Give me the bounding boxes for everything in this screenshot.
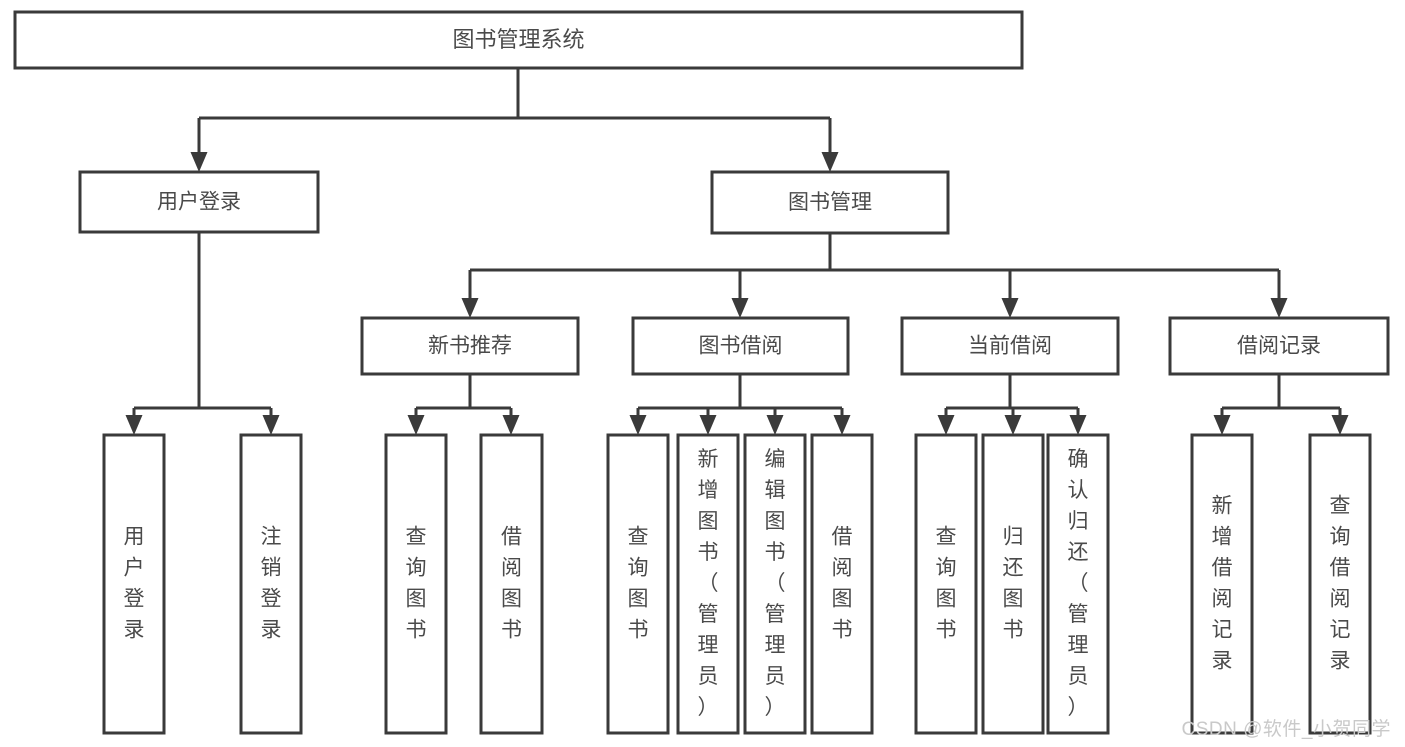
arrow-head-icon xyxy=(407,415,425,435)
node-leaf-query-book-3[interactable]: 查询图书 xyxy=(914,433,978,735)
node-box-borrow-record[interactable] xyxy=(1168,316,1390,376)
node-leaf-query-book-1[interactable]: 查询图书 xyxy=(384,433,448,735)
arrow-head-icon xyxy=(1213,415,1231,435)
node-current-borrow[interactable]: 当前借阅 xyxy=(900,316,1120,376)
node-label-root: 图书管理系统 xyxy=(452,27,584,52)
node-leaf-query-borrow-record[interactable]: 查询借阅记录 xyxy=(1308,433,1372,735)
node-label-leaf-borrow-book-1: 借阅图书 xyxy=(501,525,522,641)
node-box-leaf-query-borrow-record[interactable] xyxy=(1308,433,1372,735)
arrow-head-icon xyxy=(731,298,749,318)
node-leaf-user-logout[interactable]: 注销登录 xyxy=(239,433,303,735)
node-label-user-login: 用户登录 xyxy=(157,191,241,214)
node-label-leaf-user-logout: 注销登录 xyxy=(261,525,282,641)
node-label-leaf-add-borrow-record: 新增借阅记录 xyxy=(1212,494,1233,672)
node-box-leaf-user-logout[interactable] xyxy=(239,433,303,735)
arrow-head-icon xyxy=(461,298,479,318)
arrow-head-icon xyxy=(833,415,851,435)
node-box-leaf-add-book[interactable] xyxy=(676,433,740,735)
node-leaf-query-book-2[interactable]: 查询图书 xyxy=(606,433,670,735)
node-label-borrow-record: 借阅记录 xyxy=(1237,335,1321,358)
node-label-current-borrow: 当前借阅 xyxy=(968,335,1052,358)
node-box-leaf-return-book[interactable] xyxy=(981,433,1045,735)
node-label-leaf-return-book: 归还图书 xyxy=(1003,525,1024,641)
node-box-leaf-borrow-book-2[interactable] xyxy=(810,433,874,735)
node-box-leaf-add-borrow-record[interactable] xyxy=(1190,433,1254,735)
arrow-head-icon xyxy=(821,152,839,172)
node-box-leaf-query-book-3[interactable] xyxy=(914,433,978,735)
arrow-head-icon xyxy=(1069,415,1087,435)
node-box-leaf-borrow-book-1[interactable] xyxy=(479,433,544,735)
node-box-user-login[interactable] xyxy=(78,170,320,234)
arrow-head-icon xyxy=(766,415,784,435)
node-leaf-return-book[interactable]: 归还图书 xyxy=(981,433,1045,735)
arrow-head-icon xyxy=(262,415,280,435)
arrow-head-icon xyxy=(1270,298,1288,318)
arrow-head-icon xyxy=(1331,415,1349,435)
arrow-head-icon xyxy=(937,415,955,435)
arrow-head-icon xyxy=(125,415,143,435)
node-label-leaf-confirm-return: 确认归还（管理员） xyxy=(1068,448,1089,719)
node-leaf-add-borrow-record[interactable]: 新增借阅记录 xyxy=(1190,433,1254,735)
node-label-leaf-edit-book: 编辑图书（管理员） xyxy=(765,448,786,719)
connector-group-book-manage-to-level3 xyxy=(461,233,1288,318)
node-book-manage[interactable]: 图书管理 xyxy=(710,170,950,235)
node-box-leaf-query-book-2[interactable] xyxy=(606,433,670,735)
node-box-book-borrow[interactable] xyxy=(631,316,850,376)
connector-group-borrow-record-to-leaves xyxy=(1213,374,1349,435)
arrow-head-icon xyxy=(190,152,208,172)
connector-group-user-login-to-leaves xyxy=(125,232,280,435)
node-label-book-borrow: 图书借阅 xyxy=(699,335,783,358)
node-label-leaf-add-book: 新增图书（管理员） xyxy=(698,448,719,719)
node-borrow-record[interactable]: 借阅记录 xyxy=(1168,316,1390,376)
arrow-head-icon xyxy=(699,415,717,435)
node-label-leaf-query-book-1: 查询图书 xyxy=(406,525,427,641)
node-box-current-borrow[interactable] xyxy=(900,316,1120,376)
node-box-leaf-user-login[interactable] xyxy=(102,433,166,735)
arrow-head-icon xyxy=(629,415,647,435)
connector-group-book-borrow-to-leaves xyxy=(629,374,851,435)
node-label-leaf-query-book-3: 查询图书 xyxy=(936,525,957,641)
node-label-leaf-query-borrow-record: 查询借阅记录 xyxy=(1330,494,1351,672)
node-leaf-add-book[interactable]: 新增图书（管理员） xyxy=(676,433,740,735)
node-leaf-confirm-return[interactable]: 确认归还（管理员） xyxy=(1046,433,1110,735)
node-leaf-edit-book[interactable]: 编辑图书（管理员） xyxy=(743,433,807,735)
node-label-leaf-user-login: 用户登录 xyxy=(124,525,145,641)
node-leaf-borrow-book-1[interactable]: 借阅图书 xyxy=(479,433,544,735)
node-root[interactable]: 图书管理系统 xyxy=(13,10,1024,70)
arrow-head-icon xyxy=(1001,298,1019,318)
node-box-book-manage[interactable] xyxy=(710,170,950,235)
node-box-new-book-recommend[interactable] xyxy=(360,316,580,376)
node-box-leaf-confirm-return[interactable] xyxy=(1046,433,1110,735)
node-box-root[interactable] xyxy=(13,10,1024,70)
nodes-layer: 图书管理系统用户登录图书管理新书推荐图书借阅当前借阅借阅记录用户登录注销登录查询… xyxy=(13,10,1390,735)
connector-group-root-to-level2 xyxy=(190,68,839,172)
node-user-login[interactable]: 用户登录 xyxy=(78,170,320,234)
connector-group-current-borrow-to-leaves xyxy=(937,374,1087,435)
node-book-borrow[interactable]: 图书借阅 xyxy=(631,316,850,376)
node-label-new-book-recommend: 新书推荐 xyxy=(428,335,512,358)
node-leaf-user-login[interactable]: 用户登录 xyxy=(102,433,166,735)
node-leaf-borrow-book-2[interactable]: 借阅图书 xyxy=(810,433,874,735)
node-new-book-recommend[interactable]: 新书推荐 xyxy=(360,316,580,376)
arrow-head-icon xyxy=(502,415,520,435)
watermark: CSDN @软件_小贺同学 xyxy=(1181,719,1391,740)
node-box-leaf-edit-book[interactable] xyxy=(743,433,807,735)
node-label-book-manage: 图书管理 xyxy=(788,191,872,214)
node-label-leaf-borrow-book-2: 借阅图书 xyxy=(832,525,853,641)
arrow-head-icon xyxy=(1004,415,1022,435)
node-box-leaf-query-book-1[interactable] xyxy=(384,433,448,735)
node-label-leaf-query-book-2: 查询图书 xyxy=(628,525,649,641)
connectors-layer xyxy=(125,68,1349,435)
connector-group-new-book-recommend-to-leaves xyxy=(407,374,520,435)
